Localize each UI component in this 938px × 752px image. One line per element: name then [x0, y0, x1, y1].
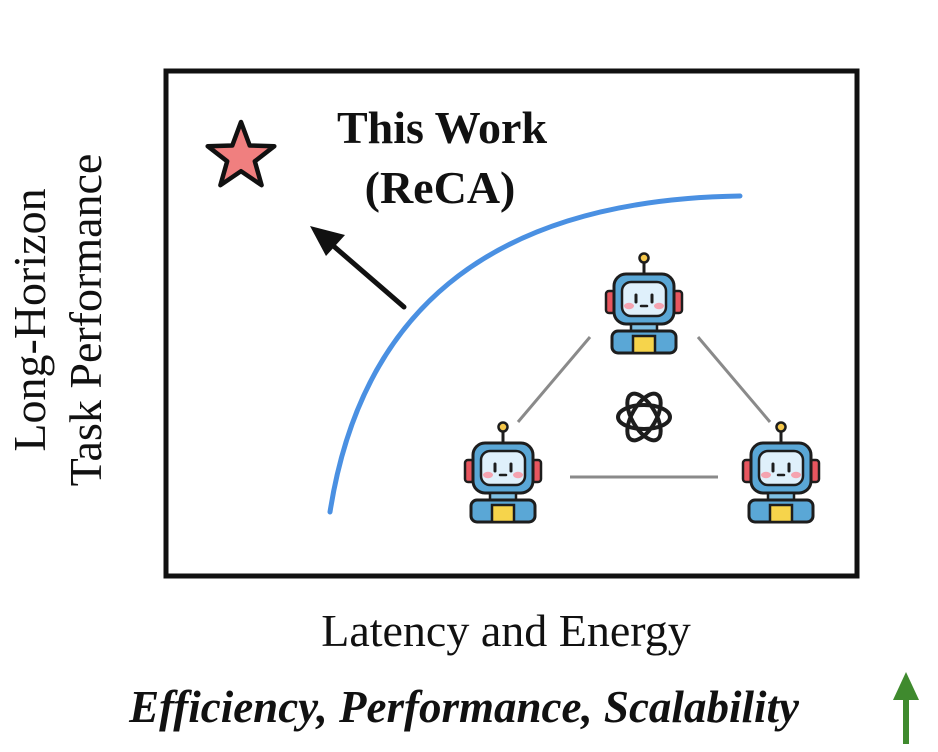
x-axis-label: Latency and Energy: [321, 605, 691, 656]
agent-connectors: [516, 336, 772, 479]
annotation-line2: (ReCA): [365, 162, 516, 213]
arrow-up-left-icon: [310, 226, 407, 310]
robot-icon: [604, 252, 684, 355]
star-icon: [205, 119, 277, 188]
frontier-curve: [327, 193, 743, 515]
openai-logo-icon: [616, 391, 672, 443]
y-axis-line2: Task Performance: [60, 154, 111, 487]
plot-frame: [163, 68, 860, 579]
annotation-line1: This Work: [337, 102, 547, 153]
up-arrow-icon: [893, 672, 919, 744]
y-axis-line1: Long-Horizon: [4, 188, 55, 451]
connector-top-left: [516, 336, 592, 423]
robot-icon: [463, 421, 543, 524]
y-axis-label: Long-Horizon Task Performance: [4, 154, 111, 487]
connector-top-right: [696, 336, 772, 423]
robot-icon: [741, 421, 821, 524]
tagline: Efficiency, Performance, Scalability: [128, 682, 800, 732]
